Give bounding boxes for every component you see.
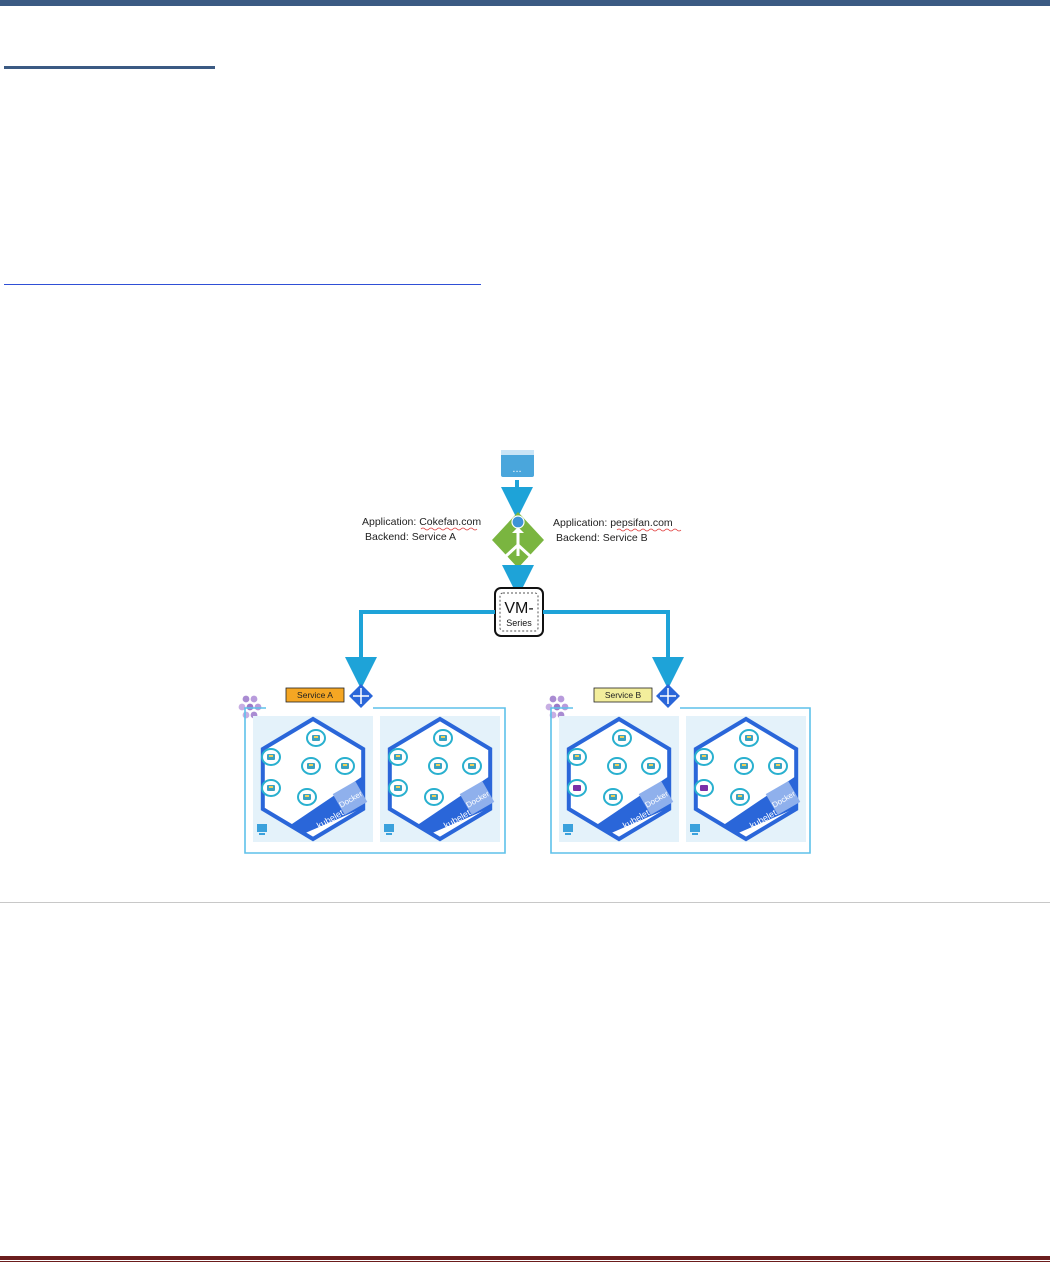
firewall-label-line2: Series xyxy=(506,618,532,628)
container-accent xyxy=(396,786,400,788)
service-a-lb-icon xyxy=(349,684,373,708)
vm-icon xyxy=(563,824,573,832)
container-icon xyxy=(573,785,581,791)
separator-rule xyxy=(0,902,1050,903)
vm-icon-stand xyxy=(386,833,392,835)
connector-firewall-service-a xyxy=(345,610,495,689)
vm-series-firewall-icon: VM- Series xyxy=(494,587,544,637)
spellcheck-underline-b xyxy=(616,528,682,532)
cluster-b-k8s-icon xyxy=(545,695,569,719)
vm-icon-stand xyxy=(692,833,698,835)
container-accent xyxy=(747,736,751,738)
link-underline xyxy=(4,284,481,285)
container-accent xyxy=(441,736,445,738)
top-rule xyxy=(0,0,1050,6)
container-accent xyxy=(436,764,440,766)
container-accent xyxy=(702,755,706,757)
heading-underline xyxy=(4,66,215,69)
cluster-b-border xyxy=(550,707,811,854)
app-a-application: Application: Cokefan.com xyxy=(362,516,481,528)
application-gateway-icon xyxy=(492,512,544,568)
container-accent xyxy=(269,755,273,757)
vm-icon xyxy=(384,824,394,832)
docker-box xyxy=(638,781,674,815)
container-accent xyxy=(611,795,615,797)
vm-icon-stand xyxy=(565,833,571,835)
container-accent xyxy=(575,755,579,757)
container-accent xyxy=(305,795,309,797)
cluster-a-border xyxy=(244,707,506,854)
spellcheck-underline-a xyxy=(420,527,478,531)
app-b-application: Application: pepsifan.com xyxy=(553,517,673,529)
vm-icon xyxy=(257,824,267,832)
client-browser-icon: ... xyxy=(501,450,534,477)
app-a-backend: Backend: Service A xyxy=(365,531,456,543)
container-accent xyxy=(396,755,400,757)
container-accent xyxy=(620,736,624,738)
service-b-tag: Service B xyxy=(605,690,642,700)
container-accent xyxy=(470,764,474,766)
docker-box xyxy=(459,781,495,815)
container-accent xyxy=(742,764,746,766)
docker-box xyxy=(765,781,801,815)
container-accent xyxy=(776,764,780,766)
vm-icon xyxy=(690,824,700,832)
firewall-label-line1: VM- xyxy=(504,600,533,617)
vm-icon-stand xyxy=(259,833,265,835)
service-b-lb-icon xyxy=(656,684,680,708)
client-dots: ... xyxy=(512,463,521,475)
container-accent xyxy=(269,786,273,788)
footer-rule xyxy=(0,1256,1050,1260)
cluster-a-k8s-icon xyxy=(238,695,262,719)
app-b-backend: Backend: Service B xyxy=(556,532,648,544)
container-accent xyxy=(314,736,318,738)
container-accent xyxy=(343,764,347,766)
footer-rule-thin xyxy=(0,1261,1050,1262)
container-accent xyxy=(309,764,313,766)
container-accent xyxy=(738,795,742,797)
container-accent xyxy=(649,764,653,766)
connector-firewall-service-b xyxy=(543,610,684,689)
container-icon xyxy=(700,785,708,791)
container-accent xyxy=(615,764,619,766)
service-a-tag: Service A xyxy=(297,690,333,700)
container-accent xyxy=(432,795,436,797)
docker-box xyxy=(332,781,368,815)
